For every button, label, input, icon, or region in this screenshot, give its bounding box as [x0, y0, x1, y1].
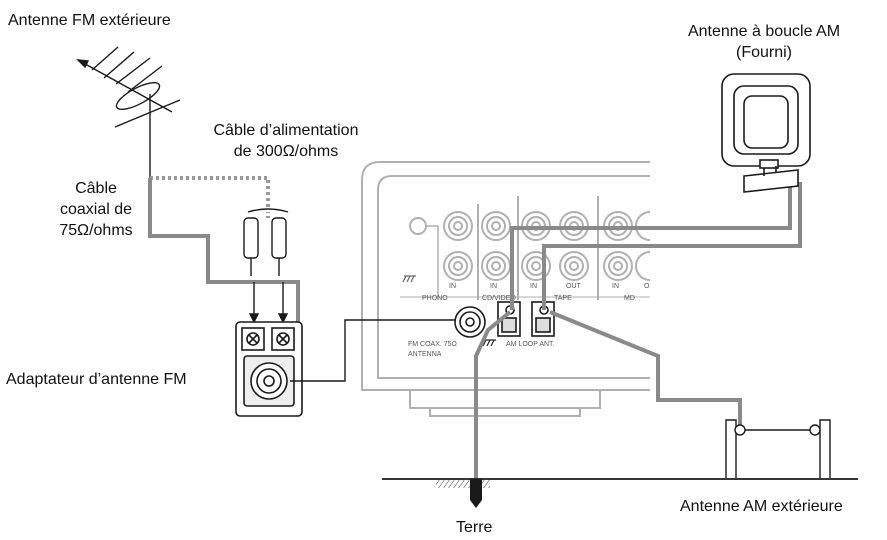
- label-power-cable-line1: Câble d’alimentation: [213, 122, 359, 139]
- label-am-loop-line1: Antenne à boucle AM: [687, 23, 841, 40]
- adapter-to-receiver-cable: [290, 319, 455, 382]
- panel-label-phono: PHONO: [422, 295, 448, 302]
- label-coax-cable: Câble coaxial de 75Ω/ohms: [48, 178, 144, 241]
- receiver-rear-panel: [361, 161, 650, 417]
- am-loop-antenna-icon: [721, 73, 811, 193]
- label-power-cable: Câble d’alimentation de 300Ω/ohms: [198, 120, 374, 162]
- fm-outdoor-antenna-icon: [76, 46, 181, 182]
- am-outdoor-antenna-icon: [725, 419, 831, 478]
- label-coax-line3: 75Ω/ohms: [59, 222, 133, 239]
- ground-symbol-icon: [402, 275, 496, 347]
- panel-label-tape: TAPE: [554, 295, 572, 302]
- label-coax-line1: Câble: [75, 180, 117, 197]
- panel-label-cd-video: CD/VIDEO: [482, 295, 516, 302]
- label-am-loop-line2: (Fourni): [735, 44, 792, 61]
- fm-antenna-adapter-icon: [235, 321, 303, 417]
- panel-label-antenna: ANTENNA: [408, 351, 442, 358]
- 300-ohm-feeder-cable: [150, 176, 270, 218]
- panel-label-out-partial: O: [644, 283, 650, 290]
- panel-label-in-1: IN: [449, 283, 456, 290]
- fm-coax-socket: [454, 306, 486, 338]
- cables: [148, 178, 802, 479]
- panel-label-in-3: IN: [530, 283, 537, 290]
- twin-lead-plug-icon: [243, 208, 289, 324]
- label-am-loop-antenna: Antenne à boucle AM (Fourni): [676, 21, 852, 63]
- label-ground: Terre: [456, 519, 493, 536]
- panel-label-in-2: IN: [490, 283, 497, 290]
- panel-labels: IN PHONO IN CD/VIDEO IN TAPE OUT IN MD O…: [408, 283, 650, 358]
- ground-line: [382, 478, 858, 508]
- panel-label-am-loop-ant: AM LOOP ANT.: [506, 341, 555, 348]
- label-power-cable-line2: de 300Ω/ohms: [233, 143, 339, 160]
- panel-label-md: MD: [624, 295, 635, 302]
- panel-label-in-4: IN: [612, 283, 619, 290]
- panel-label-out: OUT: [566, 283, 582, 290]
- label-fm-adapter: Adaptateur d’antenne FM: [6, 371, 187, 388]
- am-loop-terminals: [497, 301, 555, 337]
- label-am-outdoor-antenna: Antenne AM extérieure: [680, 498, 843, 515]
- label-fm-outdoor-antenna: Antenne FM extérieure: [8, 12, 171, 29]
- panel-label-fm-coax: FM COAX. 75Ω: [408, 341, 457, 348]
- label-coax-line2: coaxial de: [59, 201, 133, 218]
